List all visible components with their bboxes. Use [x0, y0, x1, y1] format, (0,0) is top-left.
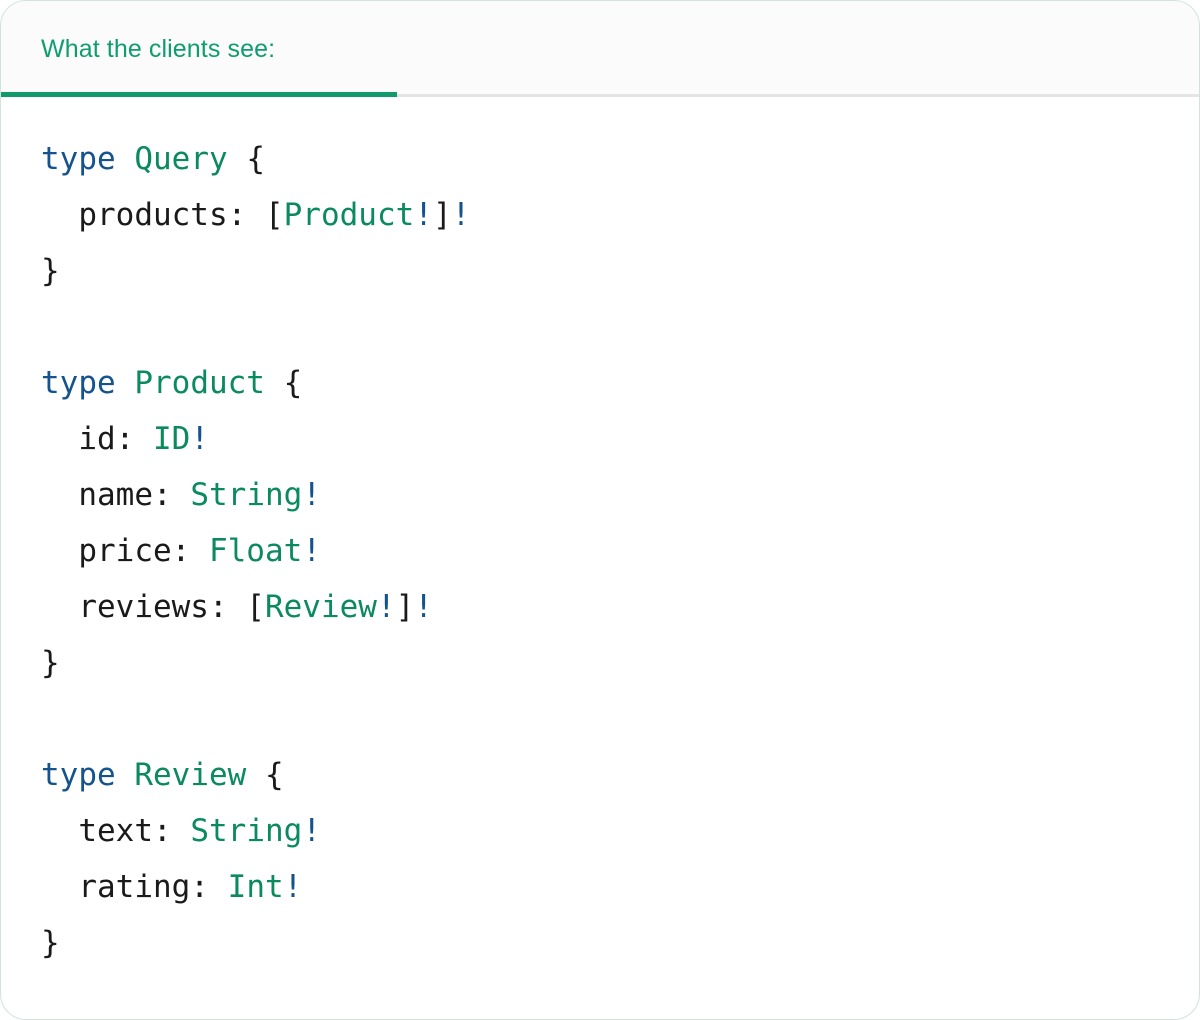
- code-token: Product: [134, 365, 265, 401]
- code-token: [41, 477, 78, 513]
- code-token: ]: [395, 589, 415, 625]
- tab-label: What the clients see:: [41, 34, 276, 63]
- code-token: type: [41, 141, 116, 177]
- code-token: [41, 589, 78, 625]
- code-token: [172, 477, 191, 513]
- code-token: name:: [78, 477, 172, 513]
- code-token: !: [414, 589, 433, 625]
- code-token: id:: [78, 421, 135, 457]
- code-token: [: [246, 197, 284, 233]
- code-token: rating:: [78, 869, 209, 905]
- code-token: Review: [134, 757, 247, 793]
- code-token: !: [302, 813, 321, 849]
- code-token: type: [41, 757, 116, 793]
- code-token: [41, 421, 78, 457]
- tab-active-underline: [1, 92, 397, 97]
- code-token: [116, 365, 135, 401]
- code-token: [41, 197, 78, 233]
- code-token: !: [302, 533, 321, 569]
- code-token: String: [190, 477, 303, 513]
- code-token: [172, 813, 191, 849]
- code-token: !: [302, 477, 321, 513]
- code-token: {: [264, 365, 303, 401]
- code-token: [116, 757, 135, 793]
- graphql-schema-code[interactable]: type Query { products: [Product!]! } typ…: [41, 131, 1159, 971]
- code-token: Float: [208, 533, 303, 569]
- code-token: !: [451, 197, 471, 233]
- code-token: [41, 813, 78, 849]
- tab-what-the-clients-see[interactable]: What the clients see:: [1, 1, 397, 97]
- code-token: text:: [78, 813, 172, 849]
- code-token: !: [376, 589, 396, 625]
- code-token: ID: [153, 421, 191, 457]
- code-token: [: [227, 589, 265, 625]
- code-token: String: [190, 813, 303, 849]
- code-token: [41, 533, 78, 569]
- code-token: {: [227, 141, 265, 177]
- code-panel: type Query { products: [Product!]! } typ…: [1, 97, 1199, 971]
- code-token: [116, 141, 135, 177]
- code-token: Query: [134, 141, 228, 177]
- code-token: !: [190, 421, 209, 457]
- code-token: type: [41, 365, 116, 401]
- code-token: reviews:: [78, 589, 228, 625]
- code-token: [41, 869, 78, 905]
- code-token: !: [283, 869, 303, 905]
- code-token: [209, 869, 228, 905]
- code-token: }: [41, 253, 60, 289]
- code-token: ]: [432, 197, 452, 233]
- tab-bar-baseline: [1, 94, 1199, 97]
- code-token: price:: [78, 533, 191, 569]
- tab-bar: What the clients see:: [1, 1, 1199, 97]
- code-token: !: [414, 197, 433, 233]
- code-token: products:: [78, 197, 247, 233]
- code-token: Product: [283, 197, 415, 233]
- code-token: Review: [264, 589, 377, 625]
- code-token: {: [246, 757, 284, 793]
- code-token: Int: [227, 869, 284, 905]
- code-token: [190, 533, 209, 569]
- code-token: [134, 421, 153, 457]
- code-token: }: [41, 645, 60, 681]
- code-token: }: [41, 925, 60, 961]
